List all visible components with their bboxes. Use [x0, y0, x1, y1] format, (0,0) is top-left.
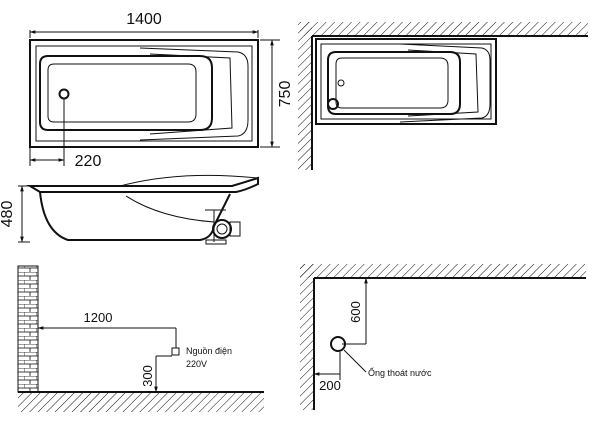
power-label-line1: Nguồn điện	[186, 346, 232, 356]
drain-offset-detail-label: 200	[319, 378, 341, 393]
corner-outlet-icon	[327, 98, 339, 110]
brick-wall	[17, 265, 39, 393]
hatched-floor	[18, 391, 264, 412]
top-view-width-dimension: 750	[260, 39, 294, 148]
drain-height-label: 600	[348, 301, 363, 323]
height-label: 480	[0, 201, 16, 228]
drain-offset-label: 220	[75, 153, 102, 170]
width-label: 750	[277, 81, 294, 108]
top-view-length-dimension: 1400	[29, 11, 259, 38]
drain-pipe-detail: 600 200 Ống thoát nước	[300, 264, 586, 410]
power-supply-detail: 1200 300 Nguồn điện 220V	[17, 265, 264, 412]
corner-placement-view	[298, 22, 588, 170]
bathtub-corner-outline	[315, 38, 497, 125]
power-height-label: 300	[140, 365, 155, 387]
top-view: 1400 750 220	[29, 11, 294, 170]
bathtub-plan-outline	[29, 39, 259, 148]
power-distance-dimension: 1200	[37, 310, 177, 348]
power-label-line2: 220V	[186, 359, 207, 369]
drain-offset-dimension-detail: 200	[313, 352, 341, 393]
length-label: 1400	[126, 11, 162, 28]
side-view: 480	[0, 174, 259, 245]
drain-pipe-icon	[330, 336, 346, 352]
corner-drain-icon	[337, 79, 345, 87]
power-height-dimension: 300	[140, 355, 172, 393]
power-outlet-icon	[171, 347, 180, 356]
power-distance-label: 1200	[84, 310, 113, 325]
side-drain-trap	[212, 219, 241, 239]
side-view-height-dimension: 480	[0, 185, 30, 243]
drain-offset-dimension: 220	[29, 99, 102, 170]
drain-icon	[58, 88, 70, 100]
drain-pipe-label: Ống thoát nước	[368, 367, 432, 378]
drain-height-dimension: 600	[342, 277, 368, 345]
